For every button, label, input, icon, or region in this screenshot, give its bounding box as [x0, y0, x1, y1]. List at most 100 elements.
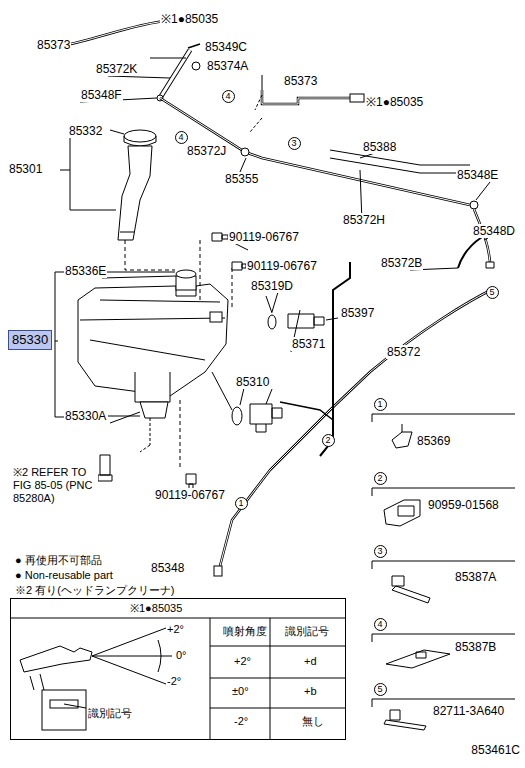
part-number: 85301 — [8, 162, 43, 176]
part-number: 82711-3A640 — [432, 704, 505, 718]
part-number: 85374A — [206, 59, 249, 73]
nozzle-detail — [30, 674, 44, 690]
part-number: 85372K — [95, 62, 138, 76]
filler-neck — [60, 134, 116, 210]
washer-tank — [210, 312, 222, 322]
table-cell: ±0° — [231, 685, 250, 698]
nozzle-detail — [42, 690, 86, 730]
table-cell: 無し — [301, 715, 325, 728]
table-cell: 噴射角度 — [222, 625, 268, 638]
pump-and-sensor — [250, 404, 282, 432]
reference-note: ※2 REFER TO FIG 85-05 (PNC 85280A) — [12, 466, 98, 505]
table-cell: -2° — [233, 715, 249, 728]
washer-tank — [135, 372, 170, 402]
pump-and-sensor — [268, 315, 276, 329]
nozzle-detail — [92, 628, 172, 684]
table-cell: 識別記号 — [284, 625, 330, 638]
part-number: 85372J — [186, 144, 227, 158]
part-number: 90119-06767 — [246, 259, 318, 273]
callout-text: 4 — [225, 91, 230, 101]
part-number: 85373 — [36, 38, 71, 52]
callout-number: 4 — [222, 90, 235, 103]
washer-hose — [262, 90, 350, 104]
part-number: 85348E — [456, 168, 499, 182]
filler-neck — [125, 240, 175, 270]
washer-hose — [214, 566, 222, 576]
part-number: 85336E — [64, 264, 107, 278]
washer-hose — [350, 94, 364, 102]
part-number: 85348D — [472, 224, 516, 238]
part-number: 90119-06767 — [154, 488, 226, 502]
callout-number: 3 — [288, 137, 301, 150]
clip-list — [392, 576, 430, 603]
washer-tank — [80, 300, 225, 360]
legend-note: ● 再使用不可部品 — [14, 553, 103, 567]
callout-number: 2 — [374, 472, 387, 485]
bolt-symbol — [180, 400, 181, 470]
washer-hose — [188, 44, 200, 48]
washer-hose — [486, 262, 494, 268]
nozzle-detail — [10, 618, 346, 740]
leader-line — [234, 152, 490, 240]
table-cell: +2° — [233, 655, 252, 668]
washer-tank — [176, 270, 196, 278]
callout-number: 4 — [175, 131, 188, 144]
filler-neck — [124, 130, 156, 142]
washer-hose — [192, 62, 200, 70]
washer-tank — [55, 272, 64, 417]
washer-hose — [160, 98, 470, 205]
washer-hose — [66, 14, 495, 576]
leader-line — [80, 58, 490, 423]
washer-hose — [320, 262, 350, 456]
callout-number: 2 — [322, 434, 335, 447]
figure-number: 853461C — [470, 743, 521, 757]
washer-hose — [330, 150, 470, 173]
angle-label: -2° — [166, 675, 182, 688]
bolt-symbol — [212, 233, 228, 241]
washer-tank — [200, 240, 232, 310]
callout-text: 1 — [377, 399, 382, 409]
part-number: 85372 — [386, 345, 421, 359]
washer-hose — [280, 402, 333, 420]
washer-tank — [55, 240, 232, 452]
bolt-symbol — [98, 455, 112, 481]
callout-number: 3 — [374, 545, 387, 558]
part-number: 85372B — [380, 256, 423, 270]
callout-text: 3 — [377, 546, 382, 556]
washer-hose — [160, 50, 190, 98]
callout-text: 3 — [291, 138, 296, 148]
table-cell: +d — [303, 655, 318, 668]
part-number: 85330 — [12, 332, 48, 347]
nozzle-detail — [10, 618, 346, 619]
filler-neck — [124, 136, 156, 146]
nozzle-detail — [210, 618, 346, 740]
clip-list — [392, 424, 412, 448]
washer-hose — [220, 288, 495, 566]
callout-text: 2 — [325, 435, 330, 445]
part-number: 85372H — [342, 213, 386, 227]
pump-and-sensor — [266, 296, 338, 320]
part-number: 85397 — [340, 306, 375, 320]
part-number: 85388 — [362, 140, 397, 154]
angle-label: +2° — [166, 623, 185, 636]
washer-hose — [458, 237, 482, 268]
callout-text: 5 — [377, 684, 382, 694]
detail-heading: ※1●85035 — [129, 602, 183, 615]
leader-line — [80, 76, 278, 423]
nozzle-detail-box: ※1●85035+2°0°-2°噴射角度識別記号+2°+d±0°+b-2°無し識… — [10, 598, 346, 740]
pump-and-sensor — [288, 314, 324, 328]
part-number: 85369 — [416, 434, 451, 448]
highlighted-part-box: 85330 — [8, 330, 52, 350]
bolt-symbol — [98, 233, 246, 492]
part-number: 85348F — [80, 88, 123, 102]
part-number: 85371 — [291, 337, 326, 351]
washer-hose — [470, 201, 478, 209]
leader-line — [266, 310, 300, 404]
angle-label: 0° — [175, 649, 188, 662]
washer-tank — [140, 418, 150, 452]
clip-list — [384, 500, 420, 526]
part-number: 90959-01568 — [427, 498, 500, 512]
washer-hose — [250, 95, 262, 132]
nozzle-detail — [64, 704, 86, 708]
washer-tank — [108, 416, 140, 417]
